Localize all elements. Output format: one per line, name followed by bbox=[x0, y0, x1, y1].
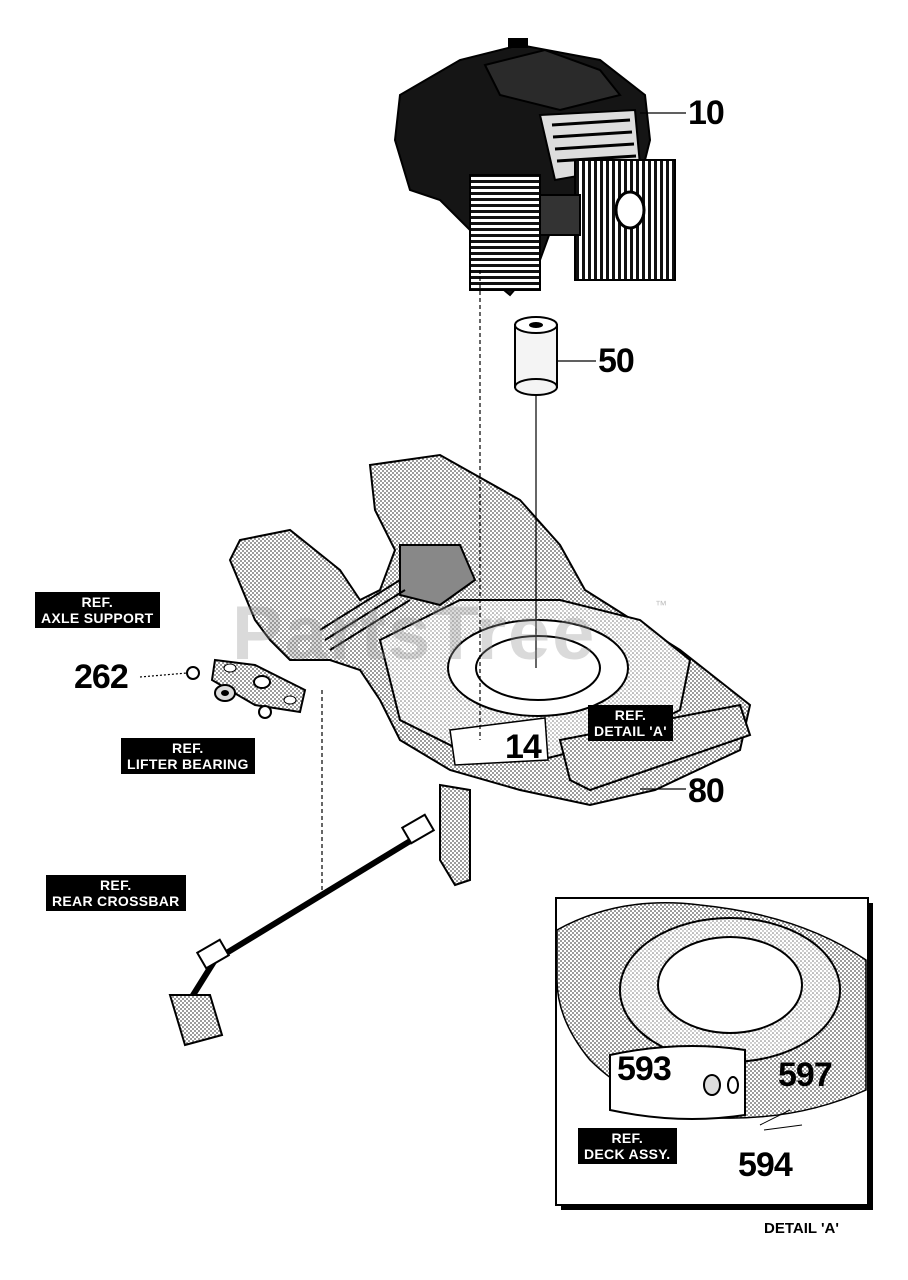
rear-crossbar-illustration bbox=[168, 783, 471, 1047]
spacer-illustration bbox=[514, 316, 558, 396]
callout-593: 593 bbox=[617, 1050, 672, 1088]
trademark-symbol: ™ bbox=[655, 598, 667, 612]
callout-262: 262 bbox=[74, 658, 129, 696]
ref-detail-a-label: REF.DETAIL 'A' bbox=[588, 705, 673, 741]
ref-axle-support-label: REF.AXLE SUPPORT bbox=[35, 592, 160, 628]
ref-rear-crossbar-label: REF.REAR CROSSBAR bbox=[46, 875, 186, 911]
detail-a-caption: DETAIL 'A' bbox=[764, 1220, 839, 1237]
engine-illustration bbox=[393, 38, 676, 297]
ref-deck-assy-label: REF.DECK ASSY. bbox=[578, 1128, 677, 1164]
callout-597: 597 bbox=[778, 1056, 833, 1094]
alignment-lines bbox=[139, 112, 686, 895]
watermark-text: PartsTree bbox=[232, 591, 597, 676]
callout-80: 80 bbox=[688, 772, 725, 810]
callout-50: 50 bbox=[598, 342, 635, 380]
callout-10: 10 bbox=[688, 94, 725, 132]
callout-594: 594 bbox=[738, 1146, 793, 1184]
callout-14: 14 bbox=[505, 728, 542, 766]
ref-lifter-bearing-label: REF.LIFTER BEARING bbox=[121, 738, 255, 774]
axle-support-illustration bbox=[186, 658, 307, 719]
